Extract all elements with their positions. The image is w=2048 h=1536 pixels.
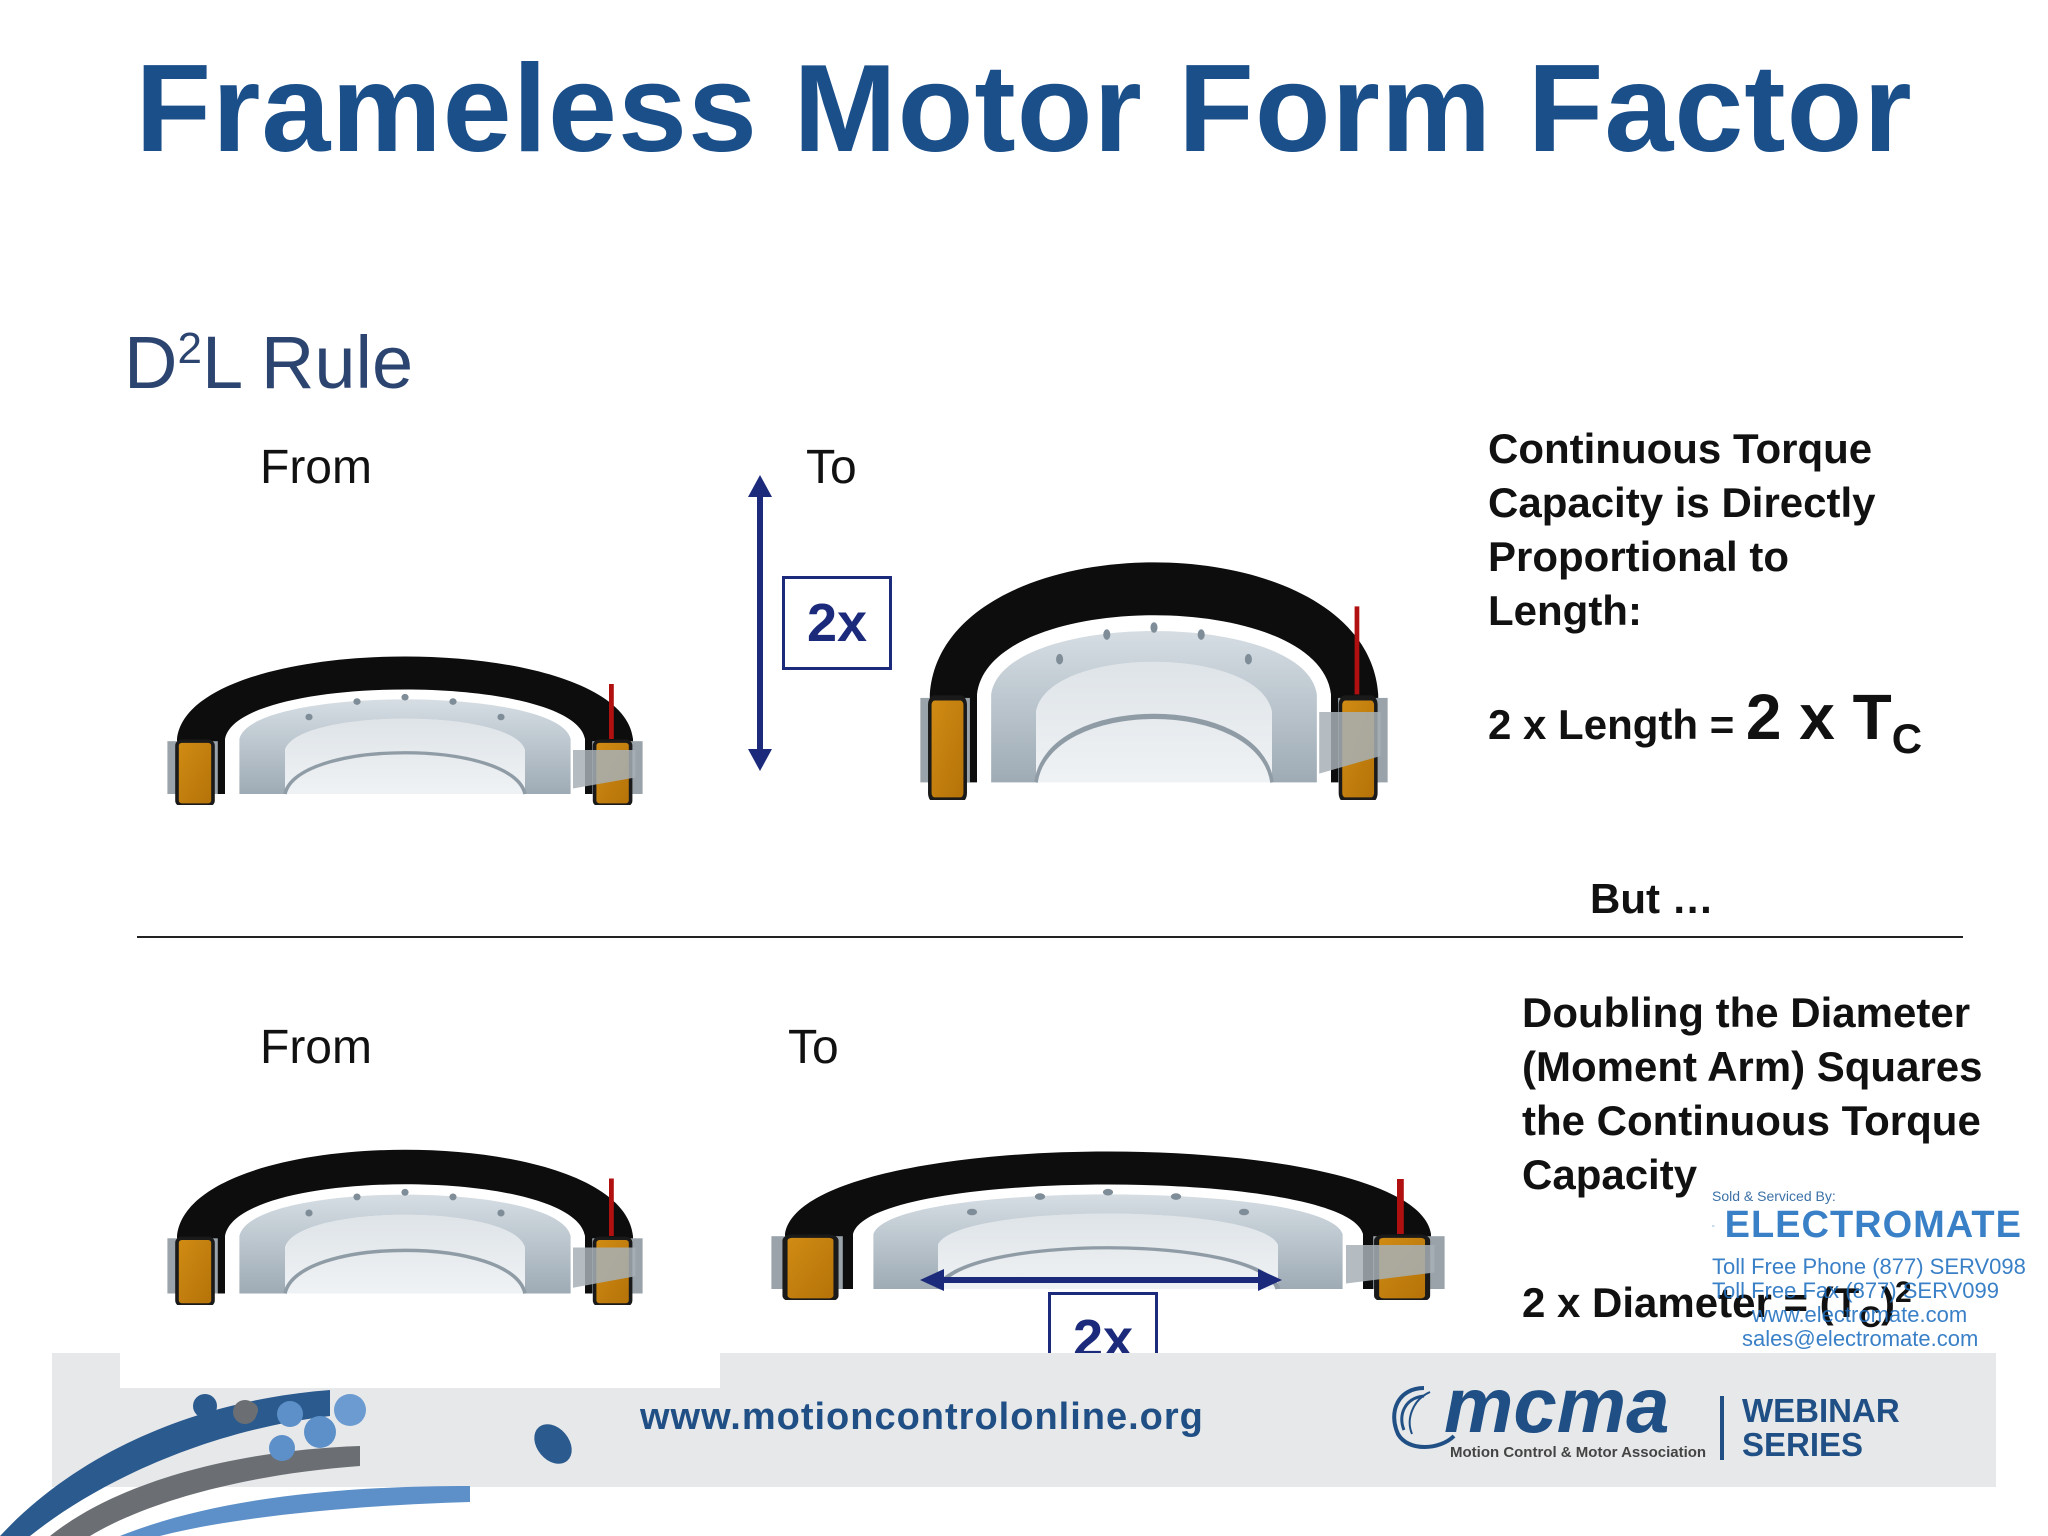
slide-title: Frameless Motor Form Factor — [135, 40, 1913, 178]
bottom-equation: 2 x Diameter = (TC)2 — [1522, 1266, 1912, 1335]
top-from-label: From — [260, 441, 372, 494]
top-equation-sub: C — [1891, 715, 1923, 762]
top-equation: 2 x Length = 2 x TC — [1488, 685, 1922, 762]
webinar-line-1: WEBINAR — [1742, 1392, 1900, 1429]
horizontal-double-arrow — [920, 1269, 1282, 1291]
electromate-brand: ELECTROMATE — [1724, 1204, 2022, 1246]
webinar-series-label: WEBINAR SERIES — [1742, 1394, 1900, 1462]
electromate-logo: ELECTROMATE — [1712, 1204, 2022, 1247]
mcma-globe-icon — [1392, 1386, 1456, 1449]
section-divider — [137, 936, 1963, 938]
bottom-equation-left: 2 x Diameter = (T — [1522, 1279, 1860, 1326]
top-equation-left: 2 x Length = — [1488, 701, 1746, 748]
mcma-wordmark: mcma — [1444, 1361, 1670, 1449]
rule-superscript: 2 — [177, 324, 202, 373]
top-desc-line: Proportional to — [1488, 533, 1789, 580]
electromate-fax: Toll Free Fax (877) SERV099 — [1712, 1278, 1999, 1303]
top-desc-line: Continuous Torque — [1488, 425, 1873, 472]
bottom-desc-line: (Moment Arm) Squares — [1522, 1043, 1983, 1090]
small-motor-image — [165, 585, 645, 805]
top-equation-big: 2 x T — [1745, 681, 1892, 753]
footer-url[interactable]: www.motioncontrolonline.org — [640, 1396, 1204, 1438]
mcma-logo: mcma Motion Control & Motor Association — [1384, 1361, 1707, 1478]
bottom-desc-line: Capacity — [1522, 1151, 1698, 1198]
bottom-to-label: To — [788, 1021, 839, 1074]
long-motor-image — [918, 448, 1390, 800]
electromate-sold-by: Sold & Serviced By: — [1712, 1188, 1836, 1204]
small-motor-image-bottom — [165, 1075, 645, 1305]
top-desc-line: Length: — [1488, 587, 1642, 634]
footer-separator — [1720, 1396, 1724, 1460]
electromate-email: sales@electromate.com — [1742, 1326, 1979, 1351]
top-desc-line: Capacity is Directly — [1488, 479, 1876, 526]
top-description: Continuous Torque Capacity is Directly P… — [1488, 422, 1876, 638]
electromate-e-icon — [1712, 1224, 1715, 1227]
mcma-subtitle: Motion Control & Motor Association — [1450, 1444, 1707, 1461]
footer-white-notch — [120, 1348, 720, 1388]
bottom-desc-line: the Continuous Torque — [1522, 1097, 1981, 1144]
bottom-equation-sub: C — [1859, 1301, 1881, 1334]
rule-heading: D2L Rule — [124, 320, 413, 405]
bottom-desc-line: Doubling the Diameter — [1522, 989, 1971, 1036]
rule-prefix: D — [124, 321, 178, 404]
rule-suffix: L Rule — [201, 321, 414, 404]
top-to-label: To — [806, 441, 857, 494]
electromate-phone: Toll Free Phone (877) SERV098 — [1712, 1254, 2026, 1279]
but-text: But … — [1590, 875, 1714, 922]
bottom-description: Doubling the Diameter (Moment Arm) Squar… — [1522, 986, 1983, 1202]
electromate-web: www.electromate.com — [1752, 1302, 1968, 1327]
top-multiplier-box: 2x — [782, 576, 892, 670]
webinar-line-2: SERIES — [1742, 1426, 1864, 1463]
electromate-watermark: Sold & Serviced By: ELECTROMATE Toll Fre… — [1712, 1188, 2026, 1351]
vertical-double-arrow — [748, 475, 772, 771]
bottom-from-label: From — [260, 1021, 372, 1074]
bottom-equation-close: ) — [1880, 1279, 1895, 1326]
swoosh-graphic — [0, 1390, 572, 1536]
bottom-equation-sup: 2 — [1894, 1276, 1912, 1309]
